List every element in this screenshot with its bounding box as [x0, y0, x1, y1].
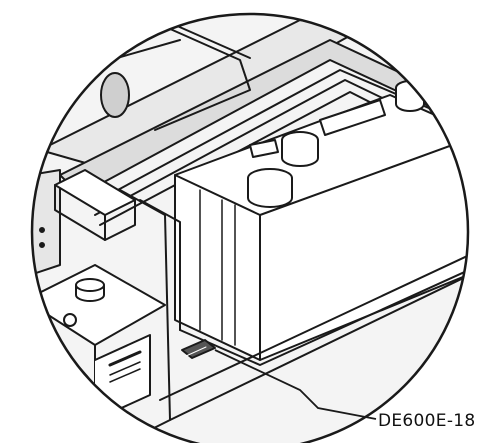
callout-leader-line [214, 349, 377, 420]
battery [174, 80, 468, 361]
detail-circle-outline [30, 12, 470, 443]
warning-decal [181, 339, 216, 359]
callout-label: DE600E-18 [378, 411, 476, 431]
detail-circle [32, 14, 468, 443]
